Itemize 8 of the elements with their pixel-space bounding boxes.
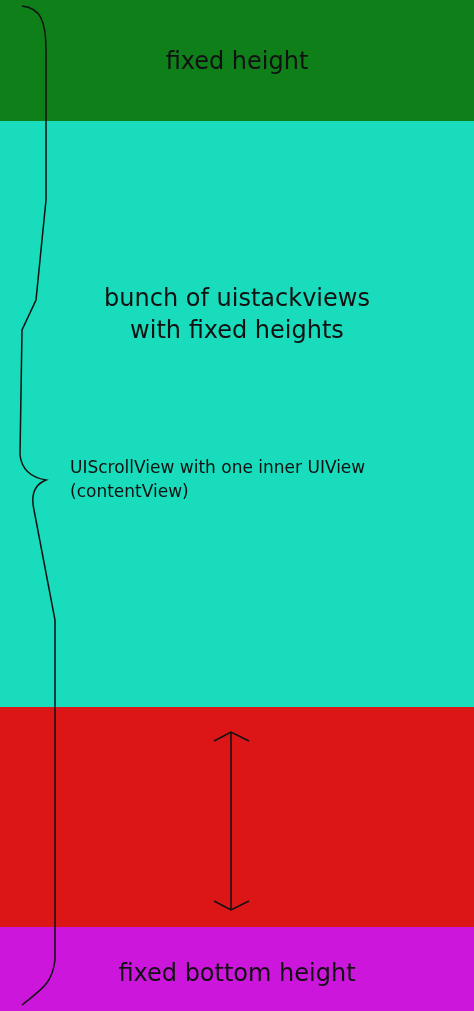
bracket-label: UIScrollView with one inner UIView (contentView)	[70, 456, 367, 503]
layout-band	[0, 121, 474, 707]
band-title: fixed bottom height	[117, 958, 357, 989]
layout-band	[0, 0, 474, 121]
band-title: fixed height	[164, 45, 310, 77]
layout-band	[0, 927, 474, 1011]
band-title: bunch of uistackviews with fixed heights	[103, 283, 371, 346]
layout-band	[0, 707, 474, 927]
